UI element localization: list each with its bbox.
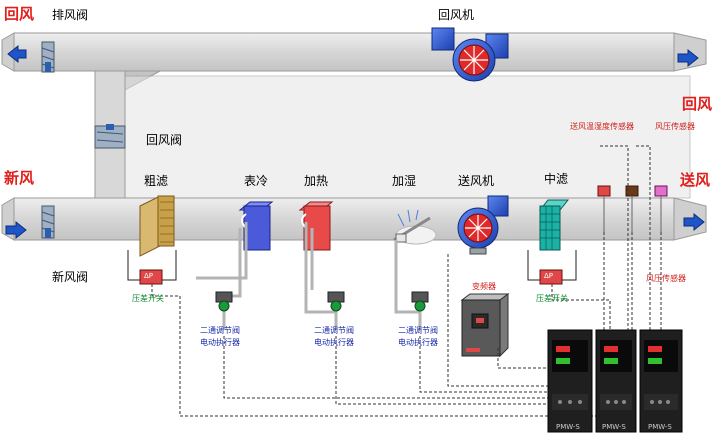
controller-icon	[547, 329, 593, 433]
controller-icon	[595, 329, 637, 433]
label-fresh-air-damper: 新风阀	[52, 270, 89, 284]
label-exhaust-damper: 排风阀	[52, 8, 89, 22]
controller-1-label: PMW-S	[556, 423, 580, 431]
label-valve-1-line1: 二通调节阀	[200, 326, 240, 335]
supply-fan	[457, 195, 509, 255]
humidifier	[393, 209, 437, 245]
dp-badge-2: ΔP	[544, 272, 554, 280]
valve-icon	[215, 291, 233, 312]
airflow-arrow-icon	[683, 212, 705, 232]
label-valve-3-line2: 电动执行器	[398, 338, 438, 347]
fan-icon	[465, 215, 491, 241]
controller-3-label: PMW-S	[648, 423, 672, 431]
label-valve-2-line2: 电动执行器	[314, 338, 354, 347]
label-valve-3-line1: 二通调节阀	[398, 326, 438, 335]
label-diff-switch-1: 压差开关	[132, 294, 164, 303]
variable-frequency-drive	[460, 293, 510, 358]
label-supply-fan: 送风机	[458, 174, 495, 188]
label-surface-cooler: 表冷	[244, 174, 269, 188]
return-fan	[431, 27, 509, 82]
supply-duct	[1, 75, 707, 241]
fan-icon	[460, 46, 488, 74]
label-return-air-left: 回风	[4, 5, 35, 23]
airflow-arrow-icon	[5, 220, 27, 240]
damper-icon	[41, 41, 55, 73]
sensor-icon	[597, 185, 611, 232]
surface-cooler	[238, 201, 274, 251]
sensor-icon	[654, 185, 668, 232]
airflow-arrow-icon	[7, 44, 27, 64]
label-supply-air: 送风	[680, 171, 711, 189]
damper-icon	[41, 205, 55, 239]
label-return-fan: 回风机	[438, 8, 475, 22]
controller-icon	[639, 329, 683, 433]
label-vfd: 变频器	[472, 282, 496, 291]
label-valve-2-line1: 二通调节阀	[314, 326, 354, 335]
label-temp-humidity-sensor: 送风温湿度传感器	[570, 122, 634, 131]
valve-icon	[411, 291, 429, 312]
label-pressure-sensor-right: 风压传感器	[646, 274, 686, 283]
label-coarse-filter: 粗滤	[144, 174, 169, 188]
valve-icon	[327, 291, 345, 312]
controller-2-label: PMW-S	[602, 423, 626, 431]
label-humidifier: 加湿	[392, 174, 417, 188]
label-return-air-right: 回风	[682, 95, 712, 113]
dp-badge-1: ΔP	[144, 272, 154, 280]
label-fresh-air: 新风	[4, 169, 35, 187]
label-heater: 加热	[304, 174, 329, 188]
heater	[298, 201, 334, 251]
label-pressure-sensor-top: 风压传感器	[655, 122, 695, 131]
airflow-arrow-icon	[677, 48, 699, 68]
differential-pressure-switch	[127, 250, 177, 285]
coarse-filter	[139, 195, 175, 257]
label-return-damper: 回风阀	[146, 133, 183, 147]
return-duct	[1, 32, 707, 72]
label-diff-switch-2: 压差开关	[536, 294, 568, 303]
differential-pressure-switch	[527, 250, 577, 285]
label-medium-filter: 中滤	[544, 172, 569, 186]
sensor-icon	[625, 185, 639, 232]
medium-filter	[538, 199, 570, 251]
damper-icon	[94, 124, 126, 149]
label-valve-1-line2: 电动执行器	[200, 338, 240, 347]
